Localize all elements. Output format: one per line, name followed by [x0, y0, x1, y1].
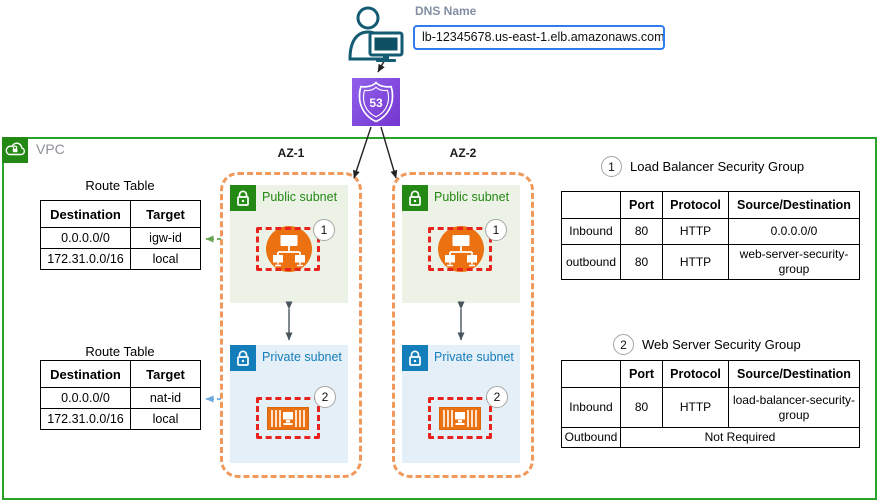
az1-lb-badge: 1 — [313, 219, 335, 241]
vpc-container — [2, 137, 877, 500]
column-header-port: Port — [620, 360, 663, 388]
sg-direction: Inbound — [561, 387, 621, 428]
lb-security-group-table: Port Protocol Source/Destination Inbound… — [561, 191, 860, 280]
az2-private-subnet-lock-icon — [402, 345, 428, 371]
route-destination: 172.31.0.0/16 — [40, 408, 131, 430]
column-header-target: Target — [130, 360, 201, 388]
lb-sg-badge: 1 — [601, 156, 622, 177]
sg-protocol: HTTP — [662, 387, 729, 428]
sg-direction: outbound — [561, 244, 621, 280]
table-row: 172.31.0.0/16 local — [40, 408, 201, 430]
az1-public-subnet-label: Public subnet — [262, 190, 338, 204]
column-header-destination: Destination — [40, 360, 131, 388]
sg-source: 0.0.0.0/0 — [728, 218, 860, 245]
az1-web-security-group-boundary — [256, 397, 320, 439]
az2-web-server-icon — [439, 407, 481, 430]
table-row: Port Protocol Source/Destination — [561, 360, 860, 388]
table-row: 172.31.0.0/16 local — [40, 248, 201, 270]
route53-icon — [352, 78, 400, 126]
route-target: local — [130, 408, 201, 430]
az1-label: AZ-1 — [277, 146, 305, 160]
user-icon — [348, 6, 404, 62]
sg-merged-value: Not Required — [620, 427, 860, 448]
az1-web-server-icon — [267, 407, 309, 430]
route-table-2: Destination Target 0.0.0.0/0 nat-id 172.… — [40, 360, 201, 430]
az1-private-subnet-label: Private subnet — [262, 350, 342, 364]
sg-source: web-server-security-group — [728, 244, 860, 280]
lb-sg-title-text: Load Balancer Security Group — [630, 159, 805, 174]
web-security-group-table: Port Protocol Source/Destination Inbound… — [561, 360, 860, 448]
az1-private-subnet-lock-icon — [230, 345, 256, 371]
sg-port: 80 — [620, 244, 663, 280]
az2-load-balancer-icon — [438, 226, 484, 272]
route-table-2-title: Route Table — [85, 344, 155, 359]
az2-label: AZ-2 — [449, 146, 477, 160]
route-table-1: Destination Target 0.0.0.0/0 igw-id 172.… — [40, 200, 201, 270]
table-row: 0.0.0.0/0 nat-id — [40, 387, 201, 409]
az2-public-subnet-lock-icon — [402, 185, 428, 211]
table-row: Outbound Not Required — [561, 427, 860, 448]
table-row: Inbound 80 HTTP 0.0.0.0/0 — [561, 218, 860, 245]
az2-container — [392, 172, 534, 478]
az1-container — [220, 172, 362, 478]
dns-value-field: lb-12345678.us-east-1.elb.amazonaws.com — [413, 25, 665, 50]
column-header-source-destination: Source/Destination — [728, 360, 860, 388]
column-header-protocol: Protocol — [662, 360, 729, 388]
az2-web-badge: 2 — [486, 386, 508, 408]
route-destination: 172.31.0.0/16 — [40, 248, 131, 270]
route-table-1-title: Route Table — [85, 178, 155, 193]
az1-lb-security-group-boundary — [256, 227, 320, 271]
web-sg-badge: 2 — [613, 334, 634, 355]
table-row: outbound 80 HTTP web-server-security-gro… — [561, 244, 860, 280]
column-header-target: Target — [130, 200, 201, 228]
route-destination: 0.0.0.0/0 — [40, 227, 131, 249]
sg-direction: Outbound — [561, 427, 621, 448]
route-target: local — [130, 248, 201, 270]
az2-public-subnet-label: Public subnet — [434, 190, 510, 204]
az1-load-balancer-icon — [266, 226, 312, 272]
column-header-blank — [561, 191, 621, 219]
route53-number: 53 — [369, 95, 383, 110]
sg-protocol: HTTP — [662, 218, 729, 245]
column-header-destination: Destination — [40, 200, 131, 228]
table-row: Port Protocol Source/Destination — [561, 191, 860, 219]
column-header-blank — [561, 360, 621, 388]
sg-port: 80 — [620, 387, 663, 428]
az2-lb-badge: 1 — [485, 219, 507, 241]
dns-name-label: DNS Name — [415, 4, 477, 18]
column-header-port: Port — [620, 191, 663, 219]
table-row: Destination Target — [40, 360, 201, 388]
az1-web-badge: 2 — [314, 386, 336, 408]
table-row: Destination Target — [40, 200, 201, 228]
az2-web-security-group-boundary — [428, 397, 492, 439]
route-target: igw-id — [130, 227, 201, 249]
az2-lb-security-group-boundary — [428, 227, 492, 271]
web-sg-title-text: Web Server Security Group — [642, 337, 801, 352]
sg-port: 80 — [620, 218, 663, 245]
column-header-protocol: Protocol — [662, 191, 729, 219]
route-target: nat-id — [130, 387, 201, 409]
sg-direction: Inbound — [561, 218, 621, 245]
table-row: 0.0.0.0/0 igw-id — [40, 227, 201, 249]
lb-security-group-title: 1 Load Balancer Security Group — [601, 156, 804, 177]
az1-public-subnet-lock-icon — [230, 185, 256, 211]
sg-protocol: HTTP — [662, 244, 729, 280]
vpc-label: VPC — [36, 141, 65, 157]
table-row: Inbound 80 HTTP load-balancer-security-g… — [561, 387, 860, 428]
web-security-group-title: 2 Web Server Security Group — [613, 334, 801, 355]
sg-source: load-balancer-security-group — [728, 387, 860, 428]
az2-private-subnet-label: Private subnet — [434, 350, 514, 364]
route-destination: 0.0.0.0/0 — [40, 387, 131, 409]
column-header-source-destination: Source/Destination — [728, 191, 860, 219]
vpc-icon — [2, 137, 28, 163]
